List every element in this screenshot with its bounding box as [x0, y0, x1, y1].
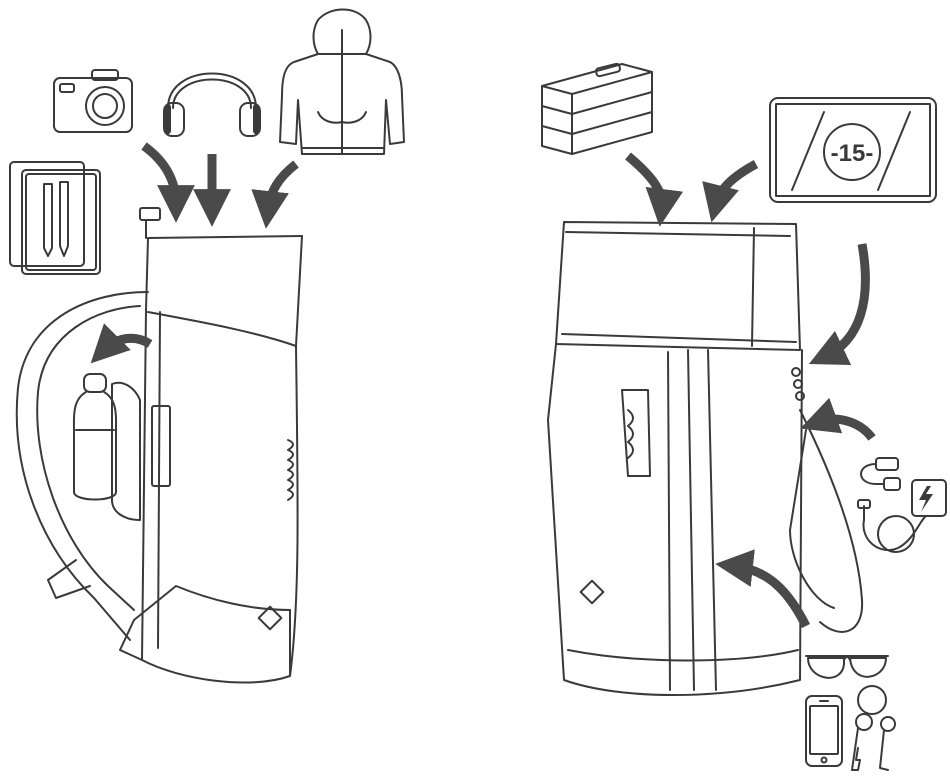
headphones-icon [163, 72, 261, 137]
keys-icon [851, 685, 896, 771]
sunglasses-icon [805, 655, 889, 679]
headphone-cushion-left [165, 104, 171, 134]
arrow-books [625, 152, 684, 227]
jacket-icon [279, 8, 405, 155]
left-backpack [15, 207, 303, 684]
arrow-charger [800, 397, 876, 441]
books-icon [541, 62, 653, 155]
arrow-pocket [808, 243, 870, 366]
arrow-accessories [715, 549, 811, 629]
right-backpack [547, 221, 864, 696]
headphone-cushion-right [253, 104, 259, 134]
laptop-label: -15- [831, 140, 874, 167]
arrow-bottle [90, 323, 153, 364]
camera-icon [53, 69, 133, 133]
lightning-icon [919, 486, 933, 512]
notebook-icon [9, 161, 101, 275]
arrow-camera [141, 142, 195, 223]
arrow-jacket [251, 160, 299, 229]
charger-cable-icon [857, 457, 947, 553]
phone-icon [805, 695, 843, 767]
water-bottle-icon [72, 373, 118, 501]
laptop-icon [769, 97, 937, 203]
arrow-laptop [702, 160, 759, 223]
